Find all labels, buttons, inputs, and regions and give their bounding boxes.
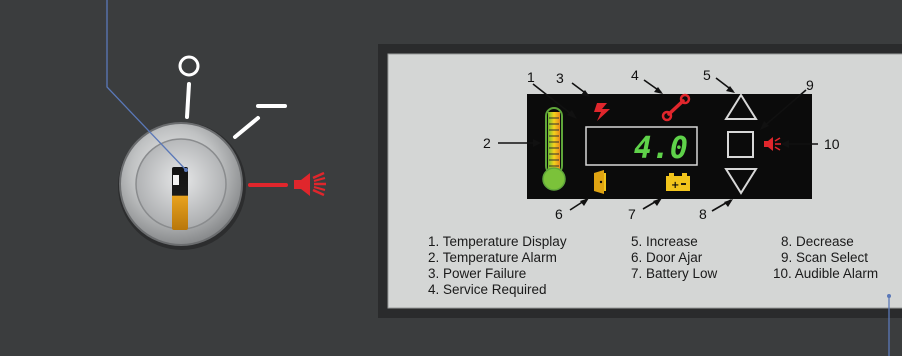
callout-number-8: 8 [699,206,707,222]
temperature-readout: 4.0 [634,131,688,166]
off-position-tick [185,82,191,119]
on-position-tick [233,116,260,139]
legend-item: 5. Increase [631,234,698,249]
legend-item: 9. Scan Select [781,250,868,265]
callout-dot [184,168,188,172]
legend-item: 2. Temperature Alarm [428,250,557,265]
battery-icon: + [666,173,690,191]
callout-dot [887,294,891,298]
temperature-readout-window [585,126,698,166]
callout-number-10: 10 [824,136,840,152]
callout-number-5: 5 [703,67,711,83]
legend-item: 8. Decrease [781,234,854,249]
speaker-icon [764,137,781,151]
control-panel: 4.0 + [378,44,902,356]
callout-number-1: 1 [527,69,535,85]
key-slot-highlight [173,175,179,185]
legend-item: 7. Battery Low [631,266,718,281]
callout-arrow-1 [532,83,576,118]
off-position-marker [178,55,200,77]
speaker-icon [294,171,326,197]
decrease-button[interactable] [724,168,758,195]
callout-number-9: 9 [806,77,814,93]
legend: 1. Temperature Display 2. Temperature Al… [428,234,878,297]
callout-arrowheads [533,86,789,207]
increase-button[interactable] [724,93,758,120]
legend-item: 10. Audible Alarm [773,266,878,281]
callout-number-2: 2 [483,135,491,151]
callout-arrow-9 [761,89,807,129]
svg-text:+: + [671,180,679,191]
callout-number-7: 7 [628,206,636,222]
wrench-icon [661,93,691,122]
door-icon [594,170,606,194]
callout-number-6: 6 [555,206,563,222]
thermometer-icon [542,107,566,191]
key-switch-area [106,0,326,250]
legend-item: 6. Door Ajar [631,250,703,265]
key-switch-callout-line [106,0,187,171]
legend-item: 4. Service Required [428,282,547,297]
scan-select-button[interactable] [727,131,754,158]
lightning-bolt-icon [594,103,610,121]
callout-number-3: 3 [556,70,564,86]
legend-item: 3. Power Failure [428,266,526,281]
callout-number-4: 4 [631,67,639,83]
legend-item: 1. Temperature Display [428,234,567,249]
